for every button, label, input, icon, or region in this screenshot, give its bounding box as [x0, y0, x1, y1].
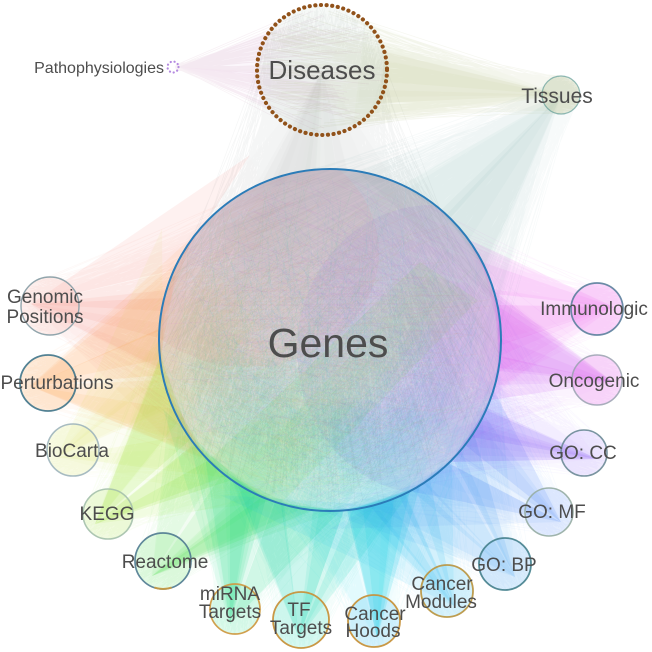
svg-text:Cancer: Cancer — [344, 604, 406, 625]
svg-text:Positions: Positions — [6, 307, 83, 328]
svg-text:Perturbations: Perturbations — [0, 373, 113, 394]
svg-text:TF: TF — [287, 600, 310, 621]
svg-text:Modules: Modules — [405, 592, 477, 613]
svg-text:Targets: Targets — [270, 618, 332, 639]
svg-text:Genes: Genes — [268, 320, 389, 366]
svg-text:GO: MF: GO: MF — [518, 502, 586, 523]
svg-text:Oncogenic: Oncogenic — [549, 371, 640, 392]
svg-text:Pathophysiologies: Pathophysiologies — [34, 60, 164, 77]
svg-text:Genomic: Genomic — [7, 287, 83, 308]
svg-text:Targets: Targets — [199, 602, 261, 623]
svg-text:KEGG: KEGG — [80, 504, 135, 525]
svg-text:Reactome: Reactome — [122, 552, 209, 573]
svg-text:Hoods: Hoods — [346, 621, 401, 642]
svg-text:Immunologic: Immunologic — [540, 299, 648, 320]
svg-text:Tissues: Tissues — [521, 85, 593, 108]
svg-text:GO: CC: GO: CC — [549, 443, 617, 464]
svg-text:Cancer: Cancer — [411, 574, 473, 595]
svg-text:GO: BP: GO: BP — [471, 555, 536, 576]
svg-text:BioCarta: BioCarta — [35, 441, 109, 462]
svg-text:miRNA: miRNA — [200, 584, 260, 605]
svg-text:Diseases: Diseases — [269, 55, 376, 85]
